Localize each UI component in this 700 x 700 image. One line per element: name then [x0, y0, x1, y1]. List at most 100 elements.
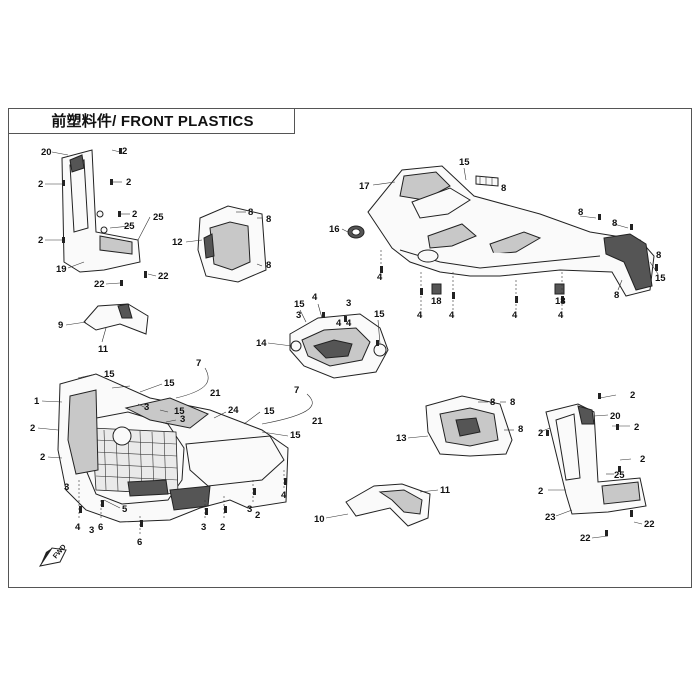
leader-lines — [37, 149, 659, 539]
callout-24: 24 — [228, 405, 239, 416]
callout-2: 2 — [538, 428, 543, 439]
center-frame-part-14 — [289, 313, 389, 379]
callout-15: 15 — [164, 378, 175, 389]
callout-4: 4 — [558, 310, 564, 321]
callout-7: 7 — [294, 385, 299, 396]
callout-4: 4 — [417, 310, 423, 321]
inner-guard-part-12 — [197, 205, 267, 283]
callout-3: 3 — [144, 402, 149, 413]
callout-4: 4 — [449, 310, 455, 321]
callout-18: 18 — [555, 296, 566, 307]
callout-10: 10 — [314, 514, 325, 525]
callout-11: 11 — [440, 485, 451, 496]
callout-15: 15 — [104, 369, 115, 380]
callout-8: 8 — [510, 397, 515, 408]
callout-8: 8 — [518, 424, 523, 435]
callout-25: 25 — [153, 212, 164, 223]
bracket-part-9 — [83, 303, 149, 335]
callout-4: 4 — [312, 292, 318, 303]
callout-17: 17 — [359, 181, 370, 192]
callout-3: 3 — [346, 298, 351, 309]
callout-16: 16 — [329, 224, 340, 235]
grommet-part-16 — [347, 225, 365, 239]
callout-2: 2 — [38, 179, 43, 190]
callout-8: 8 — [248, 207, 253, 218]
callout-22: 22 — [580, 533, 591, 544]
callout-22: 22 — [644, 519, 655, 530]
callout-4: 4 — [281, 490, 287, 501]
footwell-strip-part-10 — [345, 483, 431, 527]
callout-8: 8 — [501, 183, 506, 194]
left-side-panel-part — [61, 149, 141, 273]
callout-8: 8 — [490, 397, 495, 408]
diagram-title: 前塑料件/ FRONT PLASTICS — [51, 113, 254, 130]
callout-15: 15 — [655, 273, 666, 284]
callout-13: 13 — [396, 433, 407, 444]
callout-18: 18 — [431, 296, 442, 307]
callout-6: 6 — [137, 537, 142, 548]
callout-4: 4 — [336, 318, 342, 329]
loose-fasteners — [79, 214, 658, 536]
callout-20: 20 — [41, 147, 52, 158]
callout-labels: 20 2 2 2 2 25 25 2 19 22 22 12 8 8 8 9 1… — [30, 146, 666, 548]
callout-15: 15 — [294, 299, 305, 310]
callout-2: 2 — [122, 146, 127, 157]
callout-2: 2 — [640, 454, 645, 465]
callout-15: 15 — [264, 406, 275, 417]
callout-15: 15 — [459, 157, 470, 168]
callout-6: 6 — [98, 522, 103, 533]
callout-2: 2 — [634, 422, 639, 433]
callout-5: 5 — [122, 504, 128, 515]
callout-2: 2 — [630, 390, 635, 401]
callout-2: 2 — [255, 510, 260, 521]
callout-25: 25 — [614, 470, 625, 481]
callout-15: 15 — [374, 309, 385, 320]
callout-15: 15 — [174, 406, 185, 417]
forward-arrow: FWD — [38, 544, 68, 567]
callout-4: 4 — [346, 318, 352, 329]
callout-3: 3 — [64, 482, 69, 493]
callout-7: 7 — [196, 358, 201, 369]
callout-2: 2 — [38, 235, 43, 246]
callout-15: 15 — [290, 430, 301, 441]
callout-4: 4 — [377, 272, 383, 283]
callout-2: 2 — [538, 486, 543, 497]
callout-3: 3 — [201, 522, 206, 533]
callout-21: 21 — [312, 416, 323, 427]
callout-2: 2 — [132, 209, 137, 220]
callout-3: 3 — [247, 504, 252, 515]
callout-2: 2 — [40, 452, 45, 463]
callout-1: 1 — [34, 396, 40, 407]
callout-3: 3 — [296, 310, 301, 321]
callout-8: 8 — [266, 214, 271, 225]
callout-8: 8 — [656, 250, 661, 261]
callout-11: 11 — [98, 344, 109, 355]
callout-22: 22 — [94, 279, 105, 290]
callout-23: 23 — [545, 512, 556, 523]
callout-25: 25 — [124, 221, 135, 232]
callout-20: 20 — [610, 411, 621, 422]
callout-21: 21 — [210, 388, 221, 399]
callout-4: 4 — [75, 522, 81, 533]
callout-14: 14 — [256, 338, 267, 349]
hood-part-17 — [367, 165, 655, 297]
callout-19: 19 — [56, 264, 67, 275]
inner-guard-part-13 — [425, 395, 513, 457]
callout-8: 8 — [612, 218, 617, 229]
callout-8: 8 — [578, 207, 583, 218]
callout-2: 2 — [126, 177, 131, 188]
callout-3: 3 — [89, 525, 94, 536]
callout-4: 4 — [512, 310, 518, 321]
callout-12: 12 — [172, 237, 183, 248]
callout-2: 2 — [220, 522, 225, 533]
rubber-feet-part-18 — [431, 283, 565, 295]
title-box: 前塑料件/ FRONT PLASTICS — [8, 108, 295, 134]
callout-3: 3 — [180, 414, 185, 425]
right-side-panel-part-23 — [545, 403, 647, 515]
fastener-strip-part-8 — [475, 175, 499, 187]
fasteners-left-top — [62, 148, 147, 286]
callout-9: 9 — [58, 320, 63, 331]
callout-2: 2 — [30, 423, 35, 434]
front-bumper-part-1 — [57, 373, 289, 523]
